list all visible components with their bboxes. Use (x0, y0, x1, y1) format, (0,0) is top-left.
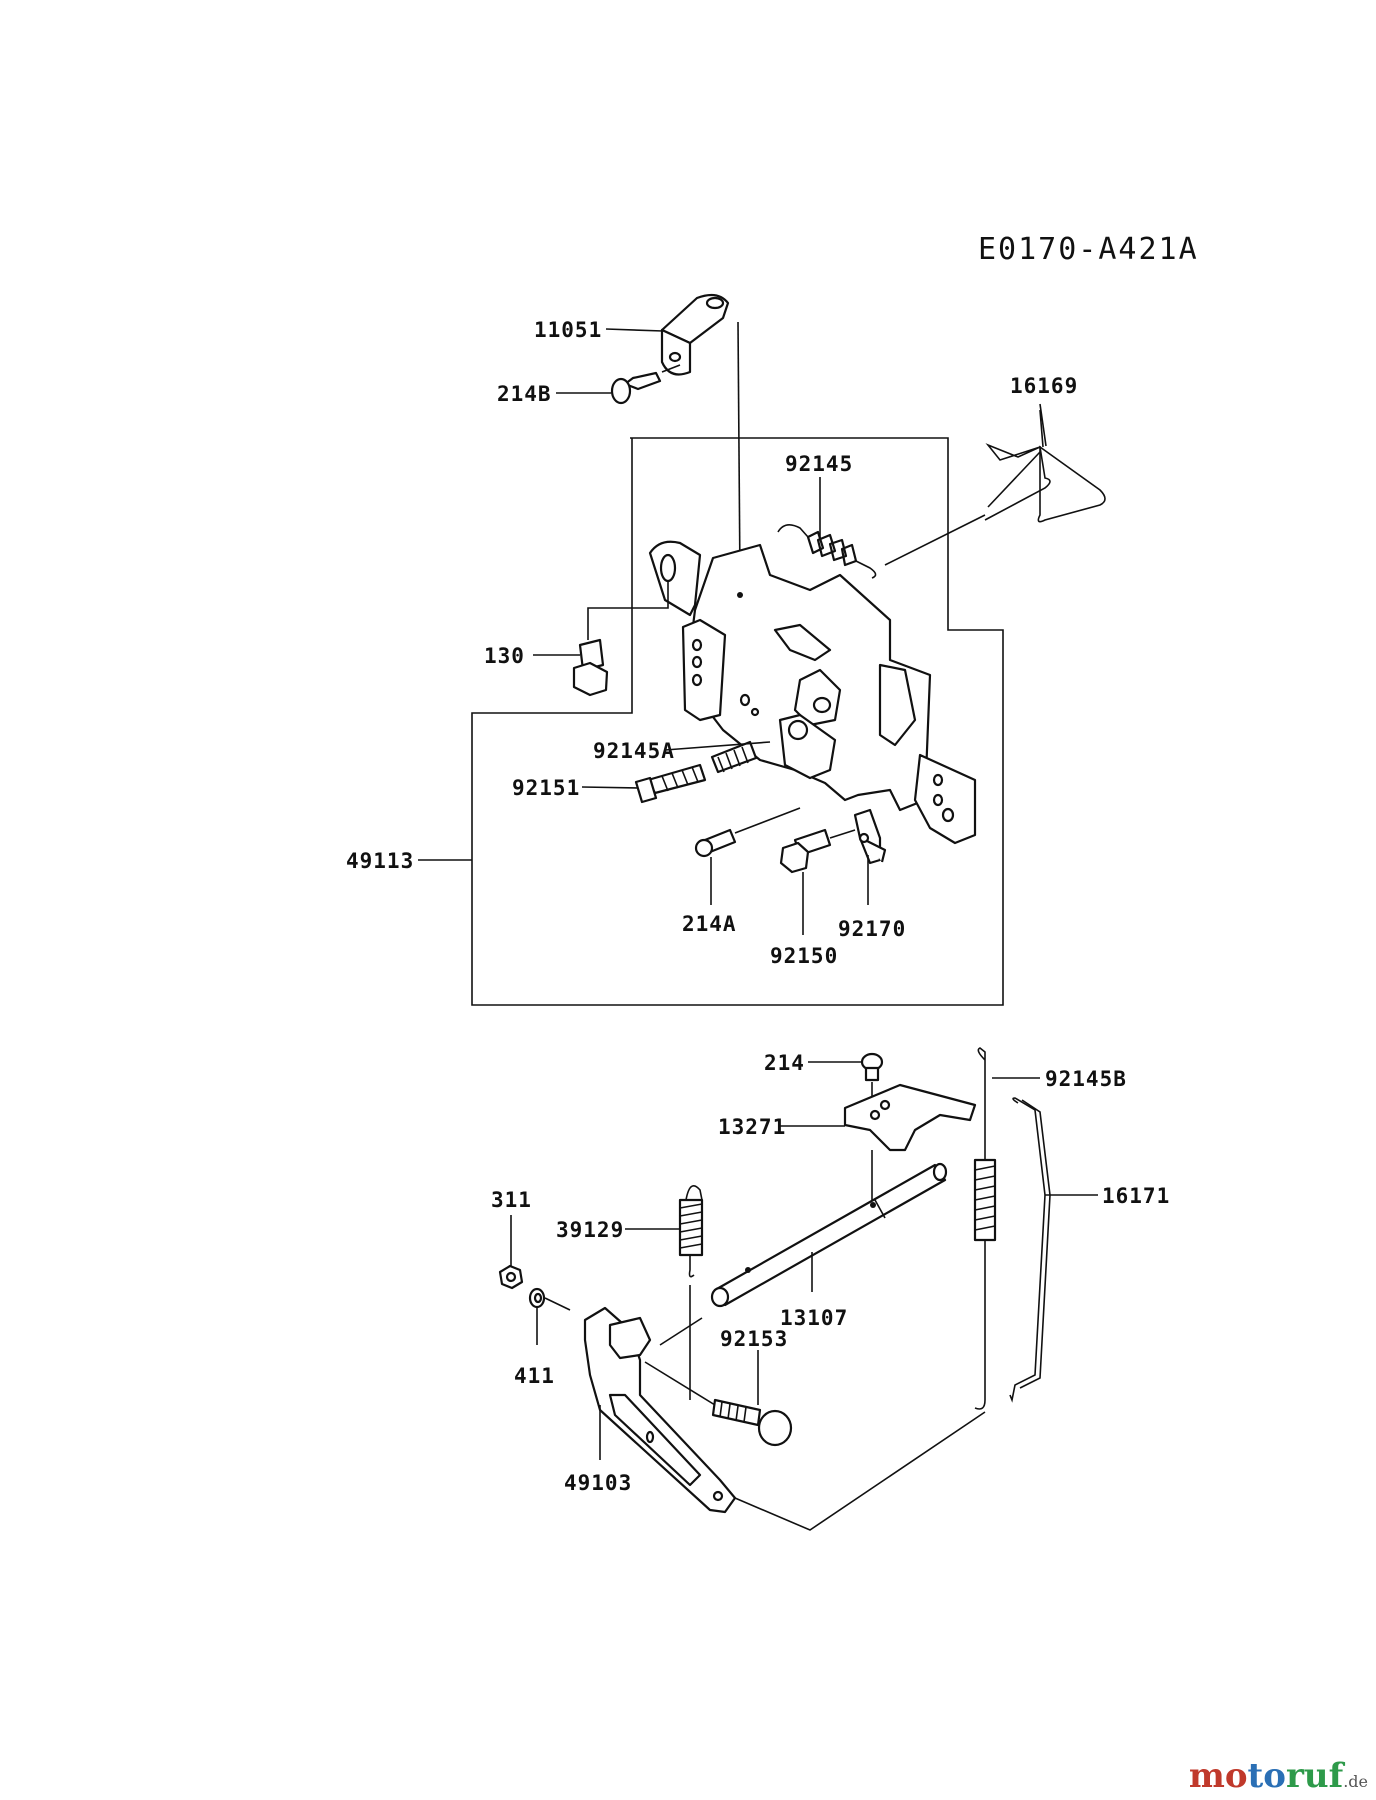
bolt-92150 (779, 828, 832, 874)
label-130: 130 (484, 644, 525, 668)
label-49113: 49113 (346, 849, 414, 873)
label-13107: 13107 (780, 1306, 848, 1330)
pin-92153 (711, 1398, 793, 1447)
leader-92145-right (884, 514, 986, 566)
label-214A: 214A (682, 912, 737, 936)
leader-92145A (664, 741, 771, 751)
screw-214B (610, 371, 662, 405)
spring-39129 (678, 1184, 704, 1278)
leader-130-up (587, 580, 669, 640)
label-16171: 16171 (1102, 1184, 1170, 1208)
control-panel-plate (648, 540, 977, 845)
leader-92151 (581, 786, 639, 789)
leader-411-dash (544, 1297, 571, 1311)
label-49103: 49103 (564, 1471, 632, 1495)
label-92145: 92145 (785, 452, 853, 476)
label-13271: 13271 (718, 1115, 786, 1139)
screw-214 (860, 1052, 884, 1082)
watermark-suffix: .de (1343, 1772, 1368, 1791)
wire-16169 (984, 409, 1106, 523)
watermark-part3: ruf (1285, 1756, 1344, 1796)
label-214B: 214B (497, 382, 552, 406)
label-92145B: 92145B (1045, 1067, 1127, 1091)
leader-16169 (1039, 403, 1047, 447)
washer-411 (528, 1287, 546, 1309)
shaft-13107 (710, 1162, 948, 1308)
clamp-92170 (853, 808, 887, 865)
leader-13107-dash (659, 1317, 703, 1346)
leader-11051 (605, 328, 664, 332)
label-92151: 92151 (512, 776, 580, 800)
leader-92150-dash (829, 829, 856, 839)
screw-214A (694, 828, 737, 858)
spring-92145 (777, 524, 877, 579)
label-39129: 39129 (556, 1218, 624, 1242)
watermark-logo: motoruf.de (1189, 1756, 1368, 1796)
lever-49103 (583, 1306, 737, 1514)
spring-92145B (973, 1047, 997, 1410)
label-92170: 92170 (838, 917, 906, 941)
watermark-part2: to (1247, 1756, 1286, 1796)
spring-92145A (710, 740, 758, 774)
label-411: 411 (514, 1364, 555, 1388)
label-16169: 16169 (1010, 374, 1078, 398)
leader-92153-dash (644, 1361, 716, 1406)
label-92153: 92153 (720, 1327, 788, 1351)
leader-11051-down (737, 321, 741, 581)
leader-214A-dash (734, 807, 801, 834)
diagram-code: E0170-A421A (978, 232, 1199, 267)
leader-lever-link (734, 1411, 986, 1531)
bolt-130 (572, 638, 609, 697)
label-11051: 11051 (534, 318, 602, 342)
leader-214B-dash (661, 364, 681, 373)
plate-13271 (843, 1083, 977, 1152)
label-214: 214 (764, 1051, 805, 1075)
label-92150: 92150 (770, 944, 838, 968)
group-box-49113 (471, 437, 1004, 1006)
bracket-11051 (660, 293, 730, 376)
label-92145A: 92145A (593, 739, 675, 763)
screw-92151 (634, 763, 707, 804)
watermark-part1: mo (1188, 1756, 1248, 1796)
rod-16171 (1009, 1097, 1051, 1403)
label-311: 311 (491, 1188, 532, 1212)
nut-311 (498, 1264, 524, 1290)
